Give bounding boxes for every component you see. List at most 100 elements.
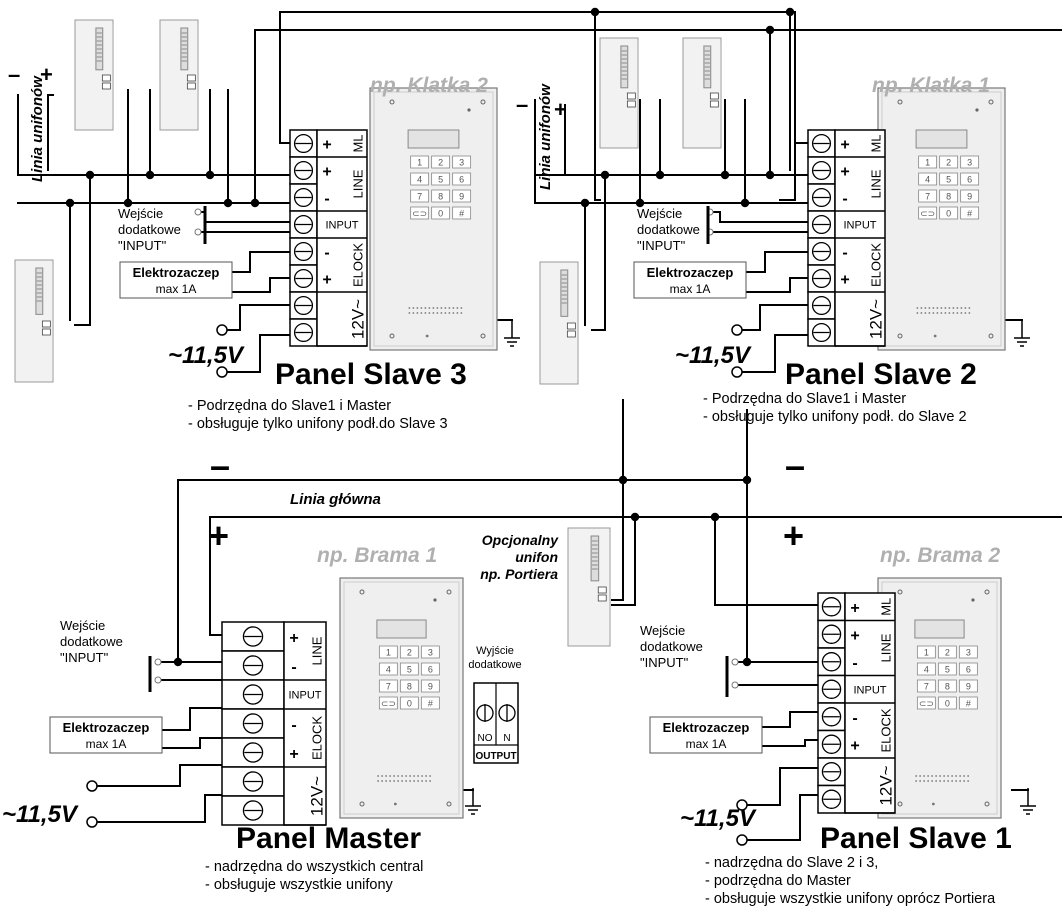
- keypad-key-label: 6: [967, 175, 972, 185]
- panel-display: [914, 619, 965, 639]
- lock-label: Elektrozaczep: [133, 265, 220, 280]
- wire: [591, 174, 606, 331]
- wire: [74, 174, 91, 326]
- keypad-key: [939, 172, 959, 186]
- input-contact: [194, 208, 202, 216]
- panel-note-slave2: - Podrzędna do Slave1 i Master: [703, 391, 906, 407]
- speaker-hole: [444, 307, 447, 309]
- keypad-key: [452, 155, 472, 169]
- keypad-key-label: 6: [459, 175, 464, 185]
- panel-note-master: - nadrzędna do wszystkich central: [205, 859, 423, 875]
- mic-hole: [393, 802, 397, 806]
- junction-dot: [590, 7, 600, 17]
- speaker-hole: [940, 307, 943, 309]
- lock-frame: [633, 261, 747, 299]
- terminal-name: 12V~: [308, 776, 327, 816]
- handset-button-key: [626, 100, 636, 108]
- keypad-key-label: 1: [924, 648, 929, 658]
- terminal-polarity: +: [322, 163, 331, 180]
- input-label-line: Wejście: [640, 623, 685, 638]
- speaker-hole: [420, 312, 423, 314]
- panel-screw: [389, 99, 395, 105]
- keypad-key: [410, 155, 430, 169]
- handset: [539, 261, 579, 385]
- speaker-hole: [429, 775, 432, 777]
- voltage-slave1: ~11,5V: [680, 805, 757, 832]
- terminal-polarity: +: [850, 737, 859, 754]
- keypad-key: [420, 696, 440, 710]
- supply-terminal: [731, 324, 743, 336]
- wire: [221, 304, 291, 331]
- speaker-hole: [960, 307, 963, 309]
- speaker-hole: [936, 312, 939, 314]
- main-plus: +: [783, 515, 804, 556]
- handset-button-key: [597, 594, 607, 602]
- speaker-hole: [409, 775, 412, 777]
- keypad-key-label: 5: [946, 175, 951, 185]
- keypad-key: [378, 696, 398, 710]
- terminal-name: LINE: [351, 169, 366, 198]
- wire: [761, 711, 819, 728]
- speaker-hole: [916, 307, 919, 309]
- terminal-polarity: +: [850, 627, 859, 644]
- speaker-hole: [401, 775, 404, 777]
- keypad-key: [420, 679, 440, 693]
- junction-dot: [123, 198, 133, 208]
- input-label-line: Wejście: [637, 206, 682, 221]
- keypad-key-label: ⊂⊃: [919, 699, 934, 709]
- keypad-key-label: 7: [924, 682, 929, 692]
- speaker-hole: [393, 780, 396, 782]
- keypad-key: [399, 696, 419, 710]
- wire: [161, 707, 223, 731]
- handset-grille: [560, 269, 569, 317]
- polarity-plus: +: [40, 62, 53, 87]
- keypad-key: [420, 645, 440, 659]
- speaker-hole: [452, 312, 455, 314]
- speaker-hole: [916, 312, 919, 314]
- panel-screw: [389, 333, 395, 339]
- panel-location-slave1: np. Brama 2: [880, 544, 1001, 567]
- keypad-key-label: 0: [438, 209, 443, 219]
- voltage-slave3: ~11,5V: [168, 342, 245, 369]
- terminal-polarity: +: [840, 136, 849, 153]
- junction-dot: [250, 198, 260, 208]
- panel-led: [971, 598, 975, 602]
- keypad-key: [918, 206, 938, 220]
- keypad-key-label: 1: [417, 158, 422, 168]
- wire: [611, 516, 636, 606]
- main-minus: –: [210, 445, 230, 486]
- supply-terminal: [731, 366, 743, 378]
- speaker-hole: [428, 312, 431, 314]
- speaker-hole: [964, 312, 967, 314]
- speaker-hole: [452, 307, 455, 309]
- wiring-lines: [17, 11, 1062, 841]
- lock-label: Elektrozaczep: [63, 720, 150, 735]
- speaker-hole: [948, 307, 951, 309]
- wire: [594, 11, 796, 201]
- speaker-hole: [932, 312, 935, 314]
- input-label-line: dodatkowe: [637, 222, 700, 237]
- keypad-key-label: 8: [438, 192, 443, 202]
- speaker-hole: [397, 775, 400, 777]
- speaker-hole: [952, 312, 955, 314]
- speaker-hole: [948, 312, 951, 314]
- terminal-name: INPUT: [326, 220, 359, 232]
- wire: [611, 479, 624, 601]
- keypad-key-label: 4: [924, 665, 929, 675]
- speaker-hole: [955, 775, 958, 777]
- speaker-hole: [923, 780, 926, 782]
- line-label-slave3: Linia unifonów: [29, 75, 46, 182]
- handset: [159, 19, 199, 131]
- keypad-key-label: 0: [407, 699, 412, 709]
- terminal-name: ELOCK: [310, 716, 325, 760]
- terminal-name: LINE: [310, 636, 325, 665]
- junction-dot: [720, 170, 730, 180]
- panel-inner-edge: [343, 581, 460, 815]
